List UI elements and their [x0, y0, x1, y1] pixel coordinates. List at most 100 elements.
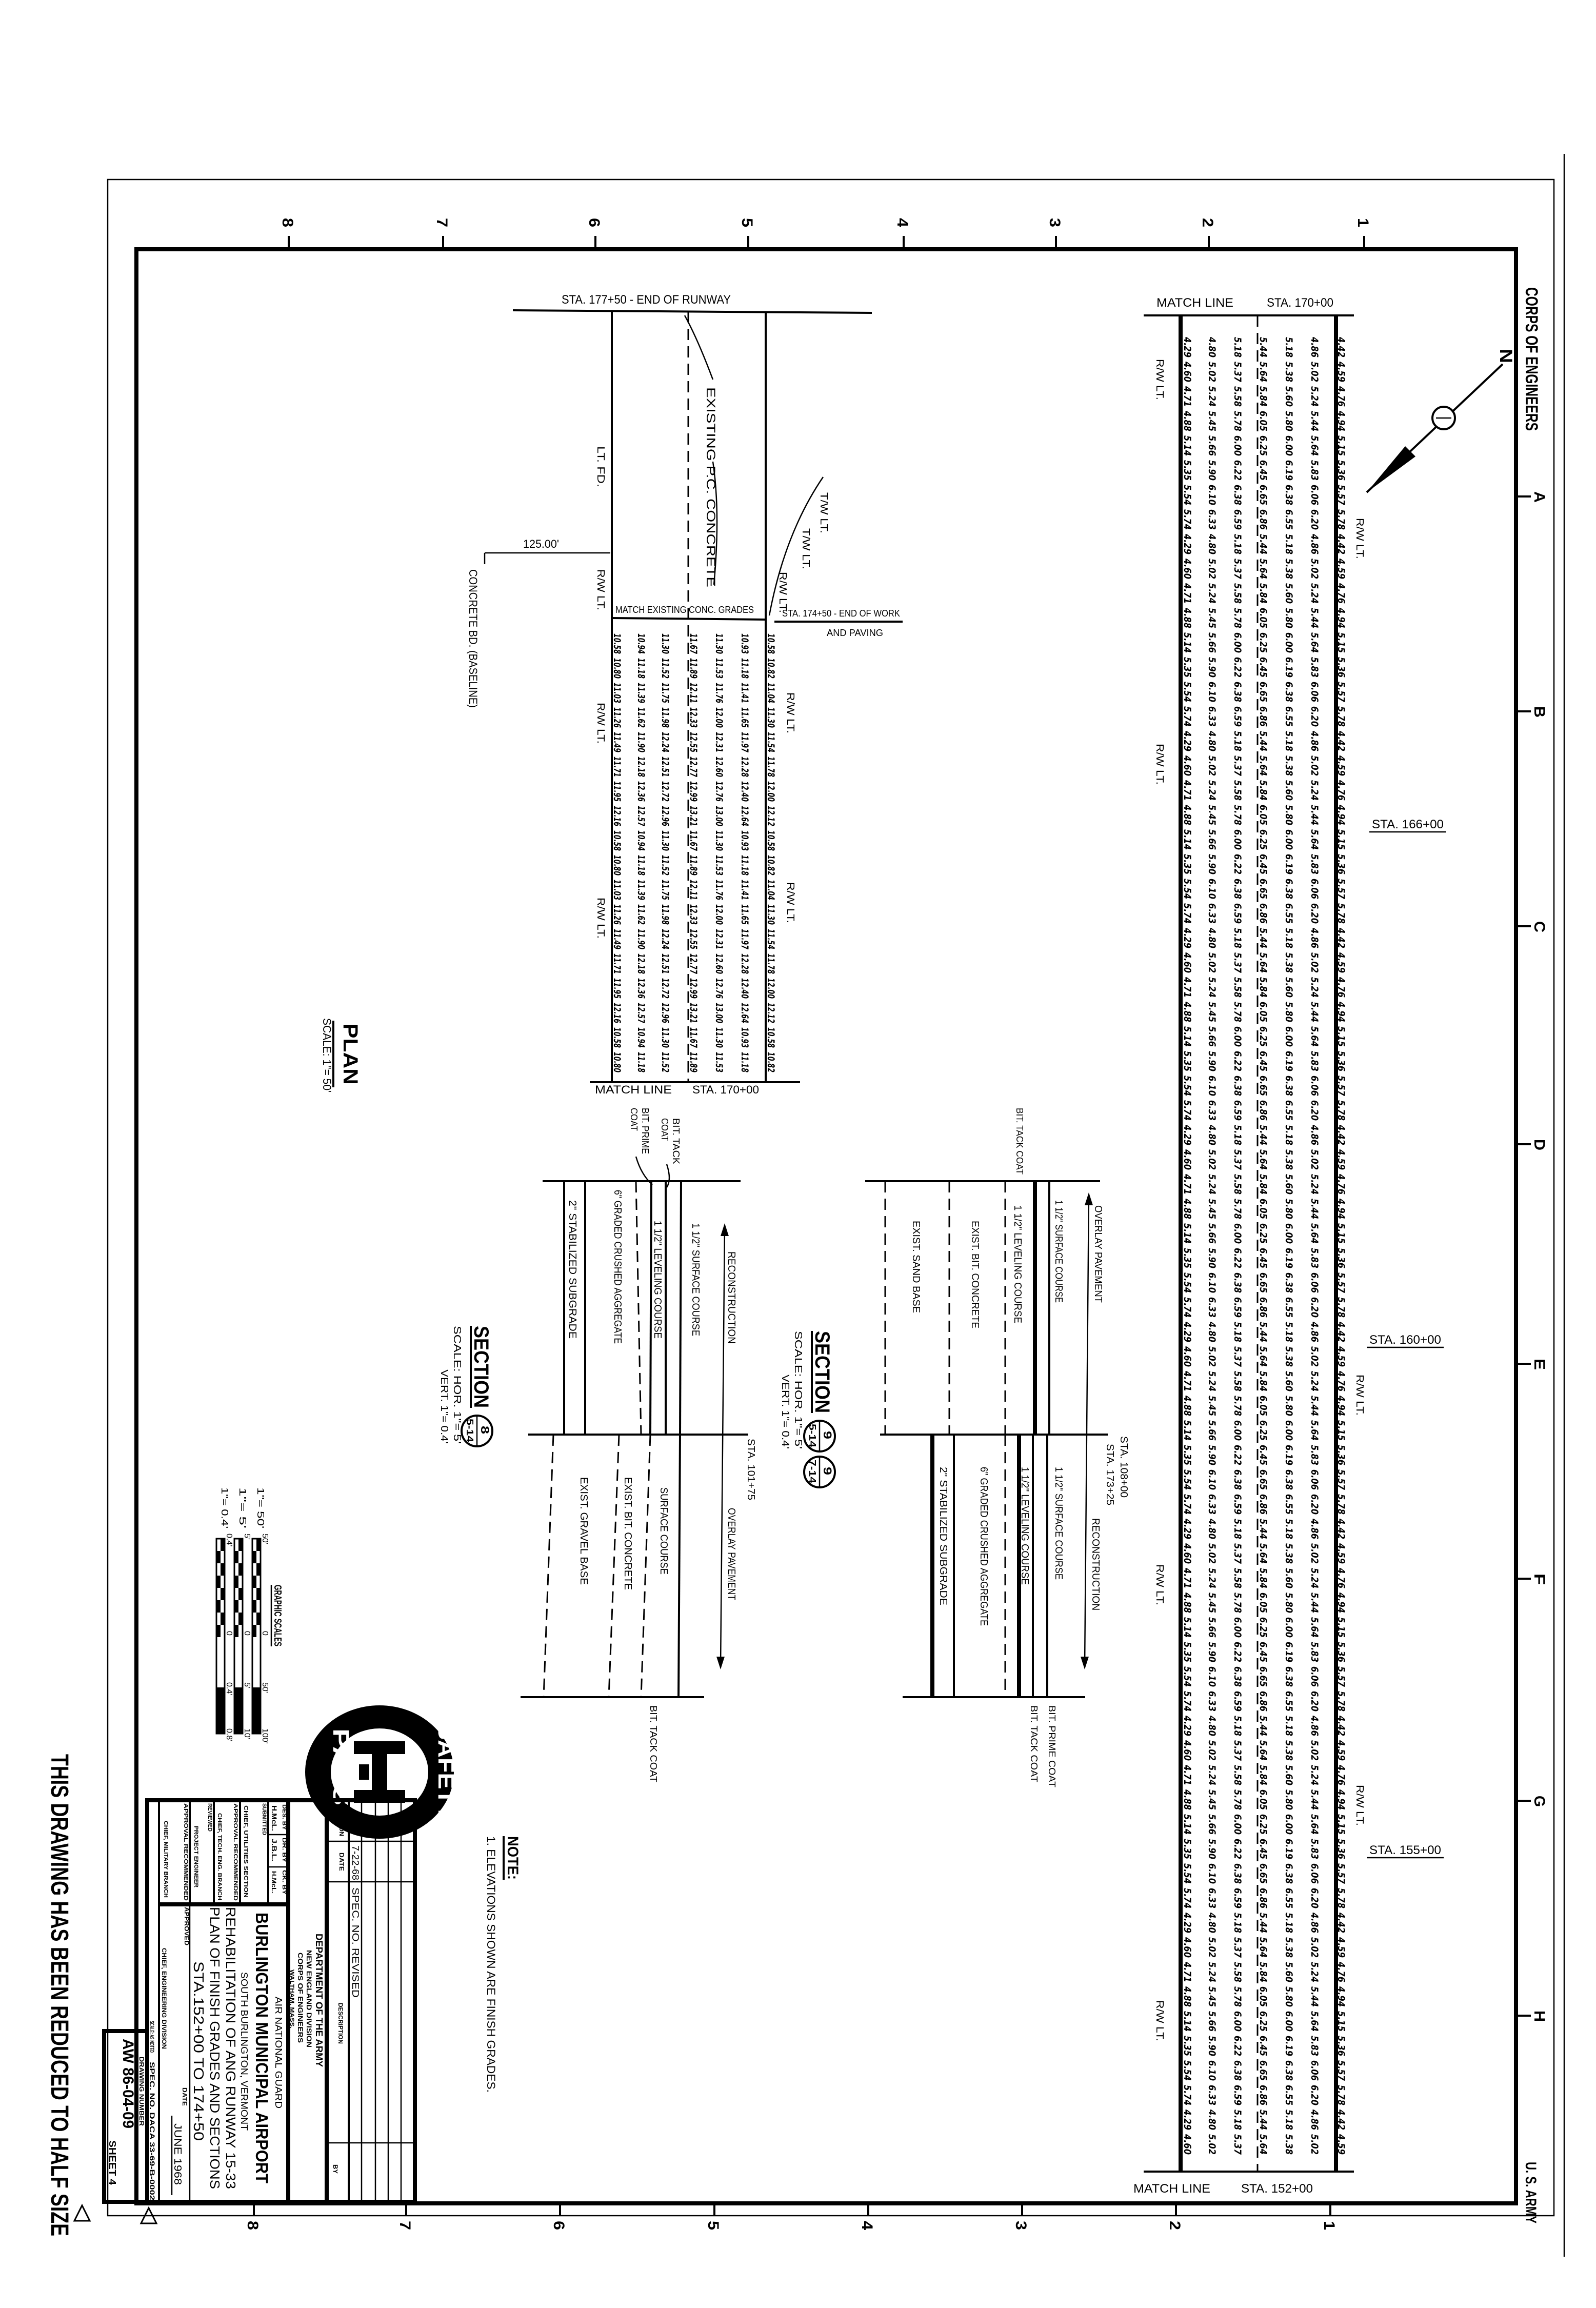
runway-top-station: STA. 170+00 — [1267, 296, 1333, 310]
grade-value: 4.80 — [1206, 1518, 1218, 1539]
grade-value: 4.88 — [1182, 804, 1193, 825]
grade-value: 4.42 — [1335, 927, 1347, 948]
grade-value: 6.19 — [1283, 1642, 1294, 1662]
grade-value: 10.93 — [739, 1027, 750, 1048]
grade-value: 5.45 — [1206, 1789, 1218, 1810]
grade-value: 5.54 — [1182, 485, 1193, 505]
grade-value: 12.11 — [688, 880, 699, 900]
grade-value: 5.84 — [1258, 1765, 1269, 1785]
grade-value: 5.02 — [1206, 1543, 1218, 1564]
drawing-number: AW 86-04-09 — [119, 2039, 136, 2128]
grade-value: 6.22 — [1232, 1839, 1243, 1859]
grade-value: 11.41 — [739, 880, 750, 900]
section-b-scale-hor: SCALE: HOR. 1"= 5' — [792, 1331, 804, 1449]
grade-value: 6.10 — [1206, 1863, 1218, 1884]
grade-value: 6.86 — [1258, 1691, 1269, 1712]
grade-value: 5.02 — [1309, 1346, 1320, 1367]
grade-value: 5.24 — [1309, 386, 1320, 407]
grade-value: 5.83 — [1309, 1248, 1320, 1268]
scale-tick-label: 50' — [261, 1534, 269, 1544]
section-b-tack-coat-top: BIT. TACK COAT — [1014, 1108, 1025, 1175]
grade-value: 5.36 — [1335, 657, 1347, 678]
grade-value: 11.97 — [739, 929, 750, 950]
grade-value: 6.38 — [1232, 1863, 1243, 1884]
grade-value: 5.14 — [1182, 829, 1193, 850]
grade-value: 4.86 — [1309, 1321, 1320, 1342]
grade-value: 5.02 — [1206, 952, 1218, 973]
graphic-scales: GRAPHIC SCALES 1"= 50'50'050'100'1"= 5'5… — [215, 1487, 283, 1744]
section-b-tack-coat-bottom: BIT. TACK COAT — [1029, 1705, 1039, 1782]
grid-number-bottom: 1 — [1321, 2221, 1338, 2230]
division: NEW ENGLAND DIVISION — [305, 1950, 313, 2047]
grade-value: 12.99 — [688, 978, 699, 999]
grade-value: 5.44 — [1309, 1593, 1320, 1613]
grade-value: 5.83 — [1309, 1445, 1320, 1465]
grade-value: 5.60 — [1283, 977, 1294, 998]
grade-value: 6.45 — [1258, 657, 1269, 678]
grade-value: 5.64 — [1258, 362, 1269, 382]
runway-bottom-match-line: MATCH LINE — [1133, 2182, 1210, 2196]
north-arrow-icon: N — [1366, 349, 1515, 493]
grade-value: 5.37 — [1232, 952, 1243, 973]
grade-value: 5.35 — [1182, 1642, 1193, 1662]
grid-number-bottom: 6 — [550, 2221, 567, 2230]
grade-value: 12.33 — [688, 904, 699, 925]
grade-value: 4.76 — [1335, 1173, 1347, 1195]
grade-value: 4.60 — [1182, 755, 1193, 776]
grade-value: 5.45 — [1206, 1199, 1218, 1219]
grade-value: 6.06 — [1309, 1272, 1320, 1293]
grade-value: 4.71 — [1182, 1173, 1193, 1195]
grade-value: 6.59 — [1232, 509, 1243, 530]
grade-value: 5.60 — [1283, 386, 1294, 407]
grade-value: 5.58 — [1232, 977, 1243, 998]
grade-value: 6.22 — [1232, 1248, 1243, 1268]
grade-value: 5.80 — [1283, 1789, 1294, 1810]
date-header: DATE — [338, 1853, 345, 1871]
scale-tick-label: 0 — [261, 1631, 269, 1636]
grade-value: 5.45 — [1206, 608, 1218, 628]
grade-value: 11.54 — [765, 732, 776, 752]
grade-value: 5.78 — [1232, 1593, 1243, 1613]
grade-value: 6.06 — [1309, 1863, 1320, 1884]
grid-number-bottom: 8 — [244, 2221, 261, 2230]
grade-value: 6.25 — [1258, 1026, 1269, 1047]
grade-value: 5.80 — [1283, 805, 1294, 825]
grade-value: 5.15 — [1335, 1026, 1347, 1047]
grade-value: 4.86 — [1309, 730, 1320, 751]
grade-value: 11.18 — [739, 658, 750, 679]
grade-value: 12.60 — [713, 953, 725, 974]
rw-lt-label: R/W LT. — [595, 703, 606, 744]
section-a-scale-vert: VERT. 1"= 0.4' — [438, 1369, 450, 1444]
grade-value: 6.33 — [1206, 2085, 1218, 2105]
grade-value: 5.45 — [1206, 1986, 1218, 2007]
section-a-prime-coat: BIT. PRIME — [640, 1108, 650, 1154]
grade-value: 5.64 — [1258, 1740, 1269, 1761]
grade-value: 5.18 — [1232, 928, 1243, 948]
grade-value: 12.40 — [739, 978, 750, 999]
grade-value: 5.37 — [1232, 559, 1243, 580]
grade-value: 6.05 — [1258, 805, 1269, 825]
grade-value: 4.86 — [1309, 533, 1320, 554]
grade-value: 11.76 — [713, 880, 725, 900]
grade-value: 10.93 — [739, 830, 750, 851]
grade-value: 5.37 — [1232, 2134, 1243, 2155]
grade-value: 5.18 — [1283, 928, 1294, 948]
approved-label: APPROVED — [183, 1907, 190, 1945]
grade-value: 5.74 — [1182, 1494, 1193, 1515]
grid-letter: D — [1531, 1139, 1548, 1150]
title-line-3: STA.152+00 TO 174+50 — [191, 1961, 207, 2141]
grade-value: 4.94 — [1335, 410, 1347, 431]
grade-value: 11.18 — [635, 1052, 647, 1072]
grade-value: 5.78 — [1232, 1789, 1243, 1810]
sheet-number: SHEET 4 — [107, 2140, 117, 2185]
grade-value: 5.83 — [1309, 460, 1320, 481]
safety-logo-bottom: PAYS — [328, 1728, 353, 1805]
grade-value: 12.55 — [688, 929, 699, 949]
runway-bottom-station: STA. 152+00 — [1241, 2182, 1313, 2196]
grade-value: 6.19 — [1283, 2036, 1294, 2056]
grade-value: 10.94 — [635, 1027, 647, 1048]
grade-value: 6.25 — [1258, 1814, 1269, 1835]
grade-value: 11.62 — [635, 904, 647, 925]
grade-value: 5.54 — [1182, 1076, 1193, 1096]
grade-value: 6.20 — [1309, 1691, 1320, 1712]
